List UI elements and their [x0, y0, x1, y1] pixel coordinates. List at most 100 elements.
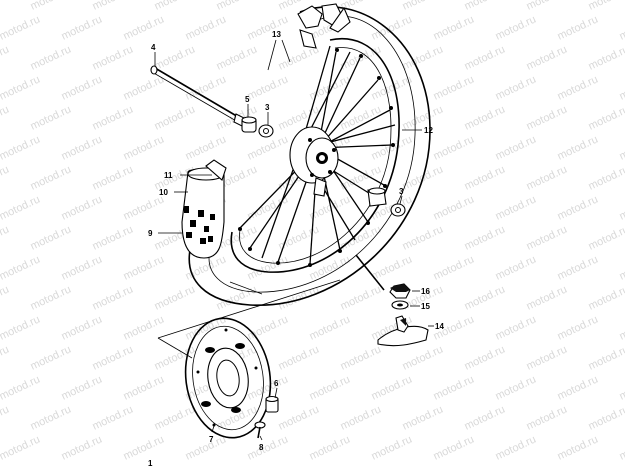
watermark-text: motod.ru: [339, 223, 383, 252]
watermark-text: motod.ru: [308, 373, 352, 402]
callout-3-left: 3: [265, 103, 270, 112]
watermark-text: motod.ru: [463, 223, 507, 252]
watermark-text: motod.ru: [556, 13, 600, 42]
watermark-text: motod.ru: [0, 343, 11, 372]
watermark-text: motod.ru: [556, 133, 600, 162]
watermark-text: motod.ru: [277, 403, 321, 432]
watermark-text: motod.ru: [556, 433, 600, 462]
watermark-text: motod.ru: [122, 253, 166, 282]
watermark-text: motod.ru: [618, 13, 625, 42]
watermark-text: motod.ru: [277, 343, 321, 372]
watermark-text: motod.ru: [91, 43, 135, 72]
watermark-text: motod.ru: [494, 13, 538, 42]
watermark-text: motod.ru: [60, 73, 104, 102]
watermark-text: motod.ru: [122, 433, 166, 462]
watermark-text: motod.ru: [370, 253, 414, 282]
watermark-text: motod.ru: [587, 403, 625, 432]
callout-1: 1: [148, 459, 153, 468]
callout-5: 5: [245, 95, 250, 104]
callout-7: 7: [209, 435, 214, 444]
watermark-text: motod.ru: [0, 373, 42, 402]
watermark-text: motod.ru: [463, 163, 507, 192]
watermark-text: motod.ru: [463, 343, 507, 372]
watermark-text: motod.ru: [29, 163, 73, 192]
watermark-text: motod.ru: [246, 133, 290, 162]
watermark-text: motod.ru: [556, 373, 600, 402]
watermark-text: motod.ru: [587, 223, 625, 252]
watermark-text: motod.ru: [29, 403, 73, 432]
watermark-text: motod.ru: [246, 73, 290, 102]
rim-band: [377, 315, 429, 347]
projection-lines: [157, 279, 341, 359]
watermark-text: motod.ru: [401, 43, 445, 72]
callout-11: 11: [164, 171, 173, 180]
callout-8: 8: [259, 443, 264, 452]
watermark-text: motod.ru: [432, 13, 476, 42]
watermark-text: motod.ru: [29, 103, 73, 132]
collar-left: [241, 116, 257, 133]
spacer-right: [367, 187, 387, 207]
watermark-text: motod.ru: [0, 103, 11, 132]
watermark-text: motod.ru: [525, 403, 569, 432]
brake-disc: [184, 317, 272, 439]
watermark-text: motod.ru: [463, 43, 507, 72]
watermark-text: motod.ru: [0, 13, 42, 42]
watermark-text: motod.ru: [60, 433, 104, 462]
watermark-text: motod.ru: [0, 283, 11, 312]
callout-9: 9: [148, 229, 153, 238]
watermark-text: motod.ru: [587, 163, 625, 192]
watermark-text: motod.ru: [432, 373, 476, 402]
spoke-nipples: [238, 48, 395, 267]
callout-labels: 4 5 3 13 12 3 11 10 9 16 15 14 6 7 8 1: [148, 30, 444, 468]
watermark-text: motod.ru: [432, 253, 476, 282]
watermark-text: motod.ru: [153, 43, 197, 72]
watermark-text: motod.ru: [587, 283, 625, 312]
watermark-text: motod.ru: [0, 193, 42, 222]
watermark-text: motod.ru: [29, 343, 73, 372]
watermark-text: motod.ru: [339, 283, 383, 312]
watermark-text: motod.ru: [494, 253, 538, 282]
watermark-text: motod.ru: [618, 133, 625, 162]
watermark-text: motod.ru: [401, 403, 445, 432]
watermark-text: motod.ru: [246, 433, 290, 462]
watermark-text: motod.ru: [525, 163, 569, 192]
watermark-text: motod.ru: [370, 133, 414, 162]
watermark-text: motod.ru: [122, 193, 166, 222]
tire: [188, 3, 431, 306]
seal-right: [390, 203, 406, 217]
watermark-text: motod.ru: [370, 373, 414, 402]
watermark-text: motod.ru: [494, 313, 538, 342]
watermark-text: motod.ru: [463, 103, 507, 132]
watermark-text: motod.ru: [618, 313, 625, 342]
watermark-text: motod.ru: [29, 0, 73, 13]
watermark-text: motod.ru: [60, 13, 104, 42]
watermark-text: motod.ru: [494, 373, 538, 402]
watermark-text: motod.ru: [587, 0, 625, 13]
watermark-text: motod.ru: [339, 343, 383, 372]
watermark-text: motod.ru: [91, 403, 135, 432]
watermark-text: motod.ru: [122, 73, 166, 102]
watermark-text: motod.ru: [308, 433, 352, 462]
watermark-text: motod.ru: [60, 313, 104, 342]
disc-bolt: [265, 395, 279, 413]
watermark-text: motod.ru: [618, 433, 625, 462]
watermark-text: motod.ru: [587, 103, 625, 132]
watermark-text: motod.ru: [587, 343, 625, 372]
watermark-text: motod.ru: [525, 43, 569, 72]
watermark-text: motod.ru: [370, 433, 414, 462]
watermark-text: motod.ru: [29, 283, 73, 312]
watermark-text: motod.ru: [184, 433, 228, 462]
watermark-text: motod.ru: [525, 343, 569, 372]
callout-16: 16: [421, 287, 430, 296]
callout-3-right: 3: [399, 187, 404, 196]
watermark-text: motod.ru: [0, 133, 42, 162]
watermark-text: motod.ru: [556, 253, 600, 282]
watermark-text: motod.ru: [246, 313, 290, 342]
watermark-text: motod.ru: [370, 13, 414, 42]
watermark-text: motod.ru: [401, 0, 445, 13]
watermark-text: motod.ru: [153, 103, 197, 132]
watermark-text: motod.ru: [60, 133, 104, 162]
watermark-text: motod.ru: [184, 133, 228, 162]
